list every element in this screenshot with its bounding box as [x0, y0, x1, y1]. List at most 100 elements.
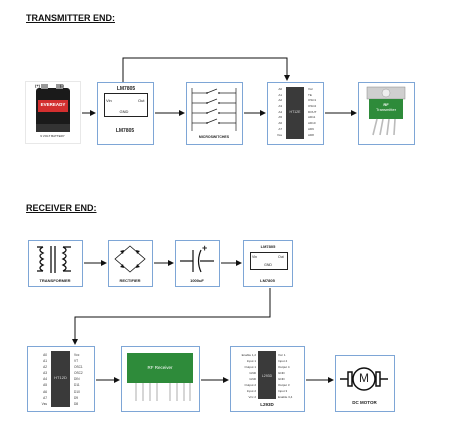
pin-label: Input 1 [246, 359, 256, 363]
pin-label: OSC1 [308, 98, 317, 103]
transmitter-title: TRANSMITTER END: [26, 13, 115, 23]
pin-label: Output 4 [278, 365, 290, 369]
pin-label: Vcc [308, 87, 314, 91]
driver-chip-label: L293D [261, 374, 273, 378]
battery-icon [36, 84, 70, 132]
pin-label: TE [308, 92, 312, 97]
pin-label: A1 [278, 92, 282, 97]
decoder-chip-svg [51, 351, 70, 407]
pin-label: D9 [74, 395, 79, 400]
battery-block: (+) (-) EVEREADY 9 VOLT BATTERY [25, 81, 81, 144]
rf-transmitter-block: RF Transmitter [358, 82, 415, 145]
rf-receiver-text: RF Receiver [147, 365, 173, 370]
pin-label: AD11 [308, 115, 316, 120]
rf-transmitter-icon [366, 86, 406, 136]
pin-label: A4 [43, 377, 47, 382]
tx-regulator-gnd: GND [119, 109, 129, 114]
dc-motor-icon [340, 367, 388, 391]
capacitor-caption: 1000uF [190, 278, 204, 283]
pin-label: GND [249, 377, 256, 381]
rx-regulator-gnd: GND [264, 263, 272, 267]
pin-label: OSC2 [74, 371, 83, 376]
pin-label: A4 [278, 109, 282, 114]
rx-regulator-top-text: LM7805 [260, 244, 276, 249]
driver-chip [258, 351, 276, 399]
rx-regulator-caption: LM7805 [260, 278, 275, 283]
pin-label: AD10 [308, 121, 316, 126]
pin-label: Input 2 [246, 389, 256, 393]
pin-label: Vcc 2 [248, 395, 256, 399]
bridge-rectifier-icon [114, 245, 146, 273]
pin-label: GND [249, 371, 256, 375]
rx-regulator-vin: Vin [252, 255, 257, 259]
tx-regulator-out: Out [138, 98, 145, 103]
pin-label: D11 [74, 383, 80, 388]
capacitor-plus: + [202, 243, 208, 253]
transformer-icon [37, 246, 71, 273]
pin-label: A5 [278, 115, 282, 120]
pin-label: Enable 3,4 [278, 395, 293, 399]
rf-transmitter-text-2: Transmitter [375, 107, 397, 112]
transformer-caption: TRANSFORMER [39, 278, 71, 283]
pin-label: DOUT [308, 109, 317, 114]
microswitch-icon [191, 88, 237, 131]
motor-letter: M [359, 371, 369, 385]
tx-regulator-caption: LM7805 [115, 128, 135, 134]
pin-label: Input 3 [278, 389, 288, 393]
battery-plus-label: (+) [35, 83, 40, 88]
pin-label: AD8 [308, 132, 314, 137]
rf-receiver-icon [127, 353, 193, 401]
tx-regulator-vin: Vin [106, 98, 112, 103]
pin-label: A1 [43, 359, 47, 364]
pin-label: A3 [43, 371, 47, 376]
driver-caption: L293D [260, 402, 274, 407]
driver-chip-svg [258, 351, 276, 399]
rectifier-caption: RECTIFIER [119, 278, 141, 283]
rf-transmitter-text-1: RF [383, 102, 389, 107]
pin-label: A0 [278, 87, 282, 91]
pin-label: Enable 1,2 [241, 353, 256, 357]
pin-label: Output 3 [278, 383, 290, 387]
pin-label: A5 [43, 383, 47, 388]
pin-label: AD9 [308, 126, 314, 131]
microswitches-caption: MICROSWITCHES [198, 135, 230, 139]
pin-label: A3 [278, 104, 282, 109]
rectifier-block: RECTIFIER [108, 240, 153, 287]
decoder-chip [51, 351, 70, 407]
pin-label: A0 [43, 353, 47, 357]
tx-regulator-symbol [104, 93, 148, 117]
capacitor-icon [180, 249, 214, 273]
receiver-title: RECEIVER END: [26, 203, 97, 213]
pin-label: VT [74, 359, 79, 364]
transformer-block: TRANSFORMER [28, 240, 83, 287]
pin-label: D10 [74, 389, 80, 394]
pin-label: GND [278, 377, 285, 381]
rx-regulator-block: LM7805 Vin Out GND LM7805 [243, 240, 293, 287]
motor-caption: DC MOTOR [352, 400, 377, 405]
encoder-chip-label: HT12E [289, 110, 301, 114]
tx-regulator-block: LM7805 Vin Out GND LM7805 [97, 82, 154, 145]
encoder-chip [286, 87, 304, 139]
pin-label: A6 [278, 121, 282, 126]
rx-regulator-out: Out [278, 255, 284, 259]
pin-label: D8 [74, 401, 79, 406]
pin-label: A2 [43, 365, 47, 370]
pin-label: Vss [41, 401, 47, 406]
capacitor-block: + 1000uF [175, 240, 220, 287]
pin-label: Vcc [74, 353, 80, 357]
pin-label: A6 [43, 389, 47, 394]
pin-label: Vcc 1 [278, 353, 286, 357]
battery-brand-label: EVEREADY [40, 102, 66, 107]
pin-label: A7 [43, 395, 47, 400]
rf-receiver-block: RF Receiver [121, 346, 200, 412]
microswitches-block: MICROSWITCHES [186, 82, 243, 145]
pin-label: Input 4 [278, 359, 288, 363]
encoder-chip-svg [286, 87, 304, 139]
pin-label: Output 1 [244, 365, 256, 369]
motor-block: M DC MOTOR [335, 355, 395, 412]
pin-label: Vss [276, 132, 282, 137]
pin-label: OSC2 [308, 104, 317, 109]
pin-label: DIN [74, 377, 80, 382]
